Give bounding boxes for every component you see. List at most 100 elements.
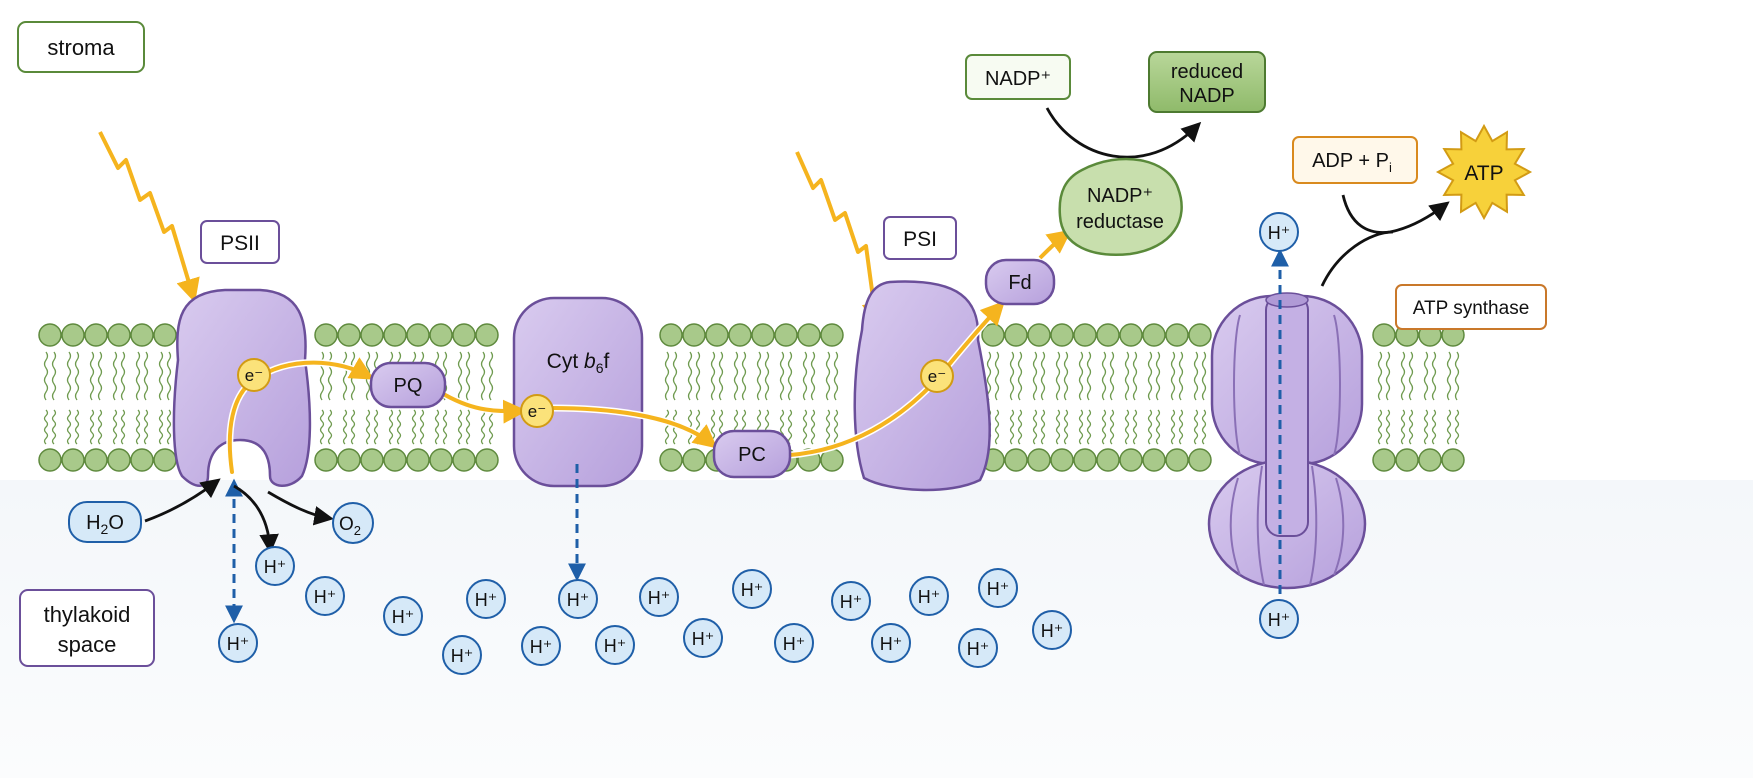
- svg-text:H⁺: H⁺: [451, 646, 474, 666]
- reduced-nadp-box: reduced NADP: [1148, 51, 1266, 113]
- proton: H⁺: [558, 579, 598, 619]
- proton: H⁺: [831, 581, 871, 621]
- svg-text:H⁺: H⁺: [264, 557, 287, 577]
- atp-synthase-output-arrow: [1320, 230, 1394, 287]
- proton: H⁺: [442, 635, 482, 675]
- svg-text:H⁺: H⁺: [567, 590, 590, 610]
- fd-label: Fd: [1008, 272, 1031, 294]
- svg-text:e⁻: e⁻: [528, 402, 546, 421]
- atp-synthase-complex: [1207, 292, 1367, 590]
- electron-psii: e⁻: [237, 358, 271, 392]
- stroma-label: stroma: [47, 35, 115, 60]
- nadp-reductase-enzyme: NADP⁺ reductase: [1058, 157, 1183, 256]
- psi-label-box: PSI: [883, 216, 957, 260]
- electron-path-pq-cyt: [438, 390, 528, 424]
- proton: H⁺: [466, 579, 506, 619]
- adp-pi-box: ADP + Pi: [1292, 136, 1418, 184]
- proton: H⁺: [305, 576, 345, 616]
- adp-phosphorylation-arrow: [1341, 194, 1450, 234]
- thylakoid-membrane: [38, 323, 1465, 472]
- svg-text:H⁺: H⁺: [1041, 621, 1064, 641]
- o2-molecule: O2: [332, 502, 374, 544]
- svg-text:H⁺: H⁺: [1268, 223, 1291, 243]
- electron-cytb6f: e⁻: [520, 394, 554, 428]
- proton: H⁺: [218, 623, 258, 663]
- svg-text:H⁺: H⁺: [741, 580, 764, 600]
- thylakoid-space-label-box: thylakoid space: [19, 589, 155, 667]
- psi-label: PSI: [903, 228, 937, 251]
- proton: H⁺: [683, 618, 723, 658]
- svg-text:H⁺: H⁺: [475, 590, 498, 610]
- psi-complex: [853, 280, 991, 492]
- adp-pi-label: ADP + Pi: [1312, 150, 1392, 175]
- light-arrow-psii: [98, 131, 200, 303]
- proton-release-arrow: [233, 484, 279, 554]
- proton: H⁺: [1032, 610, 1072, 650]
- svg-text:e⁻: e⁻: [245, 366, 263, 385]
- svg-text:H⁺: H⁺: [967, 639, 990, 659]
- lipid-tails: [43, 351, 1460, 445]
- electron-psi: e⁻: [920, 359, 954, 393]
- nadp-reductase-label-line1: NADP⁺: [1087, 185, 1153, 207]
- svg-text:H⁺: H⁺: [1268, 610, 1291, 630]
- light-arrow-psi: [795, 151, 886, 328]
- cytb6f-complex: [512, 296, 644, 488]
- electron-path-cyt-pc: [549, 406, 718, 449]
- fd-carrier: Fd: [984, 258, 1056, 306]
- psii-label-box: PSII: [200, 220, 280, 264]
- proton: H⁺: [958, 628, 998, 668]
- atp-label: ATP: [1464, 162, 1503, 185]
- pq-carrier: PQ: [369, 361, 447, 409]
- electron-path-fd-reductase: [1038, 229, 1072, 260]
- proton: H⁺: [1259, 599, 1299, 639]
- o2-label: O2: [339, 514, 361, 538]
- svg-text:H⁺: H⁺: [530, 637, 553, 657]
- proton: H⁺: [871, 623, 911, 663]
- svg-text:H⁺: H⁺: [604, 636, 627, 656]
- nadp-reduction-arrow: [1045, 107, 1202, 159]
- psii-label: PSII: [220, 232, 260, 255]
- lipid-heads: [38, 323, 1465, 472]
- proton: H⁺: [909, 576, 949, 616]
- thylakoid-space-label-line2: space: [58, 632, 117, 657]
- thylakoid-space-label-line1: thylakoid: [44, 602, 131, 627]
- oxygen-release-arrow: [267, 490, 334, 526]
- proton: H⁺: [595, 625, 635, 665]
- proton: H⁺: [521, 626, 561, 666]
- proton: H⁺: [978, 568, 1018, 608]
- atp-synthase-label: ATP synthase: [1413, 298, 1530, 319]
- reduced-nadp-label-line1: reduced: [1171, 61, 1243, 83]
- h2o-molecule: H2O: [68, 501, 142, 543]
- water-split-arrow: [144, 478, 221, 523]
- proton: H⁺: [255, 546, 295, 586]
- svg-text:H⁺: H⁺: [392, 607, 415, 627]
- svg-text:H⁺: H⁺: [880, 634, 903, 654]
- svg-text:H⁺: H⁺: [987, 579, 1010, 599]
- h2o-label: H2O: [86, 512, 124, 537]
- proton: H⁺: [732, 569, 772, 609]
- svg-text:H⁺: H⁺: [783, 634, 806, 654]
- svg-text:H⁺: H⁺: [227, 634, 250, 654]
- stroma-label-box: stroma: [17, 21, 145, 73]
- atp-star: ATP: [1435, 123, 1533, 221]
- nadp-box: NADP⁺: [965, 54, 1071, 100]
- svg-text:H⁺: H⁺: [918, 587, 941, 607]
- svg-text:H⁺: H⁺: [840, 592, 863, 612]
- proton: H⁺: [639, 577, 679, 617]
- svg-text:H⁺: H⁺: [648, 588, 671, 608]
- reduced-nadp-label-line2: NADP: [1179, 85, 1235, 107]
- svg-text:H⁺: H⁺: [692, 629, 715, 649]
- pc-carrier: PC: [712, 429, 792, 479]
- thylakoid-space-background: [0, 480, 1753, 778]
- thylakoid-space-protons: H⁺ H⁺ H⁺ H⁺ H⁺ H⁺ H⁺ H⁺ H⁺ H⁺ H⁺ H⁺ H⁺ H⁺ H⁺ H⁺ H⁺ H⁺ H⁺ H⁺: [218, 546, 1299, 675]
- proton: H⁺: [383, 596, 423, 636]
- svg-text:e⁻: e⁻: [928, 367, 946, 386]
- svg-text:H⁺: H⁺: [314, 587, 337, 607]
- stroma-proton: H⁺: [1259, 212, 1299, 252]
- cytb6f-label: Cyt b6f: [547, 350, 610, 376]
- pc-label: PC: [738, 444, 766, 466]
- pq-label: PQ: [394, 375, 423, 397]
- nadp-reductase-label-line2: reductase: [1076, 211, 1164, 233]
